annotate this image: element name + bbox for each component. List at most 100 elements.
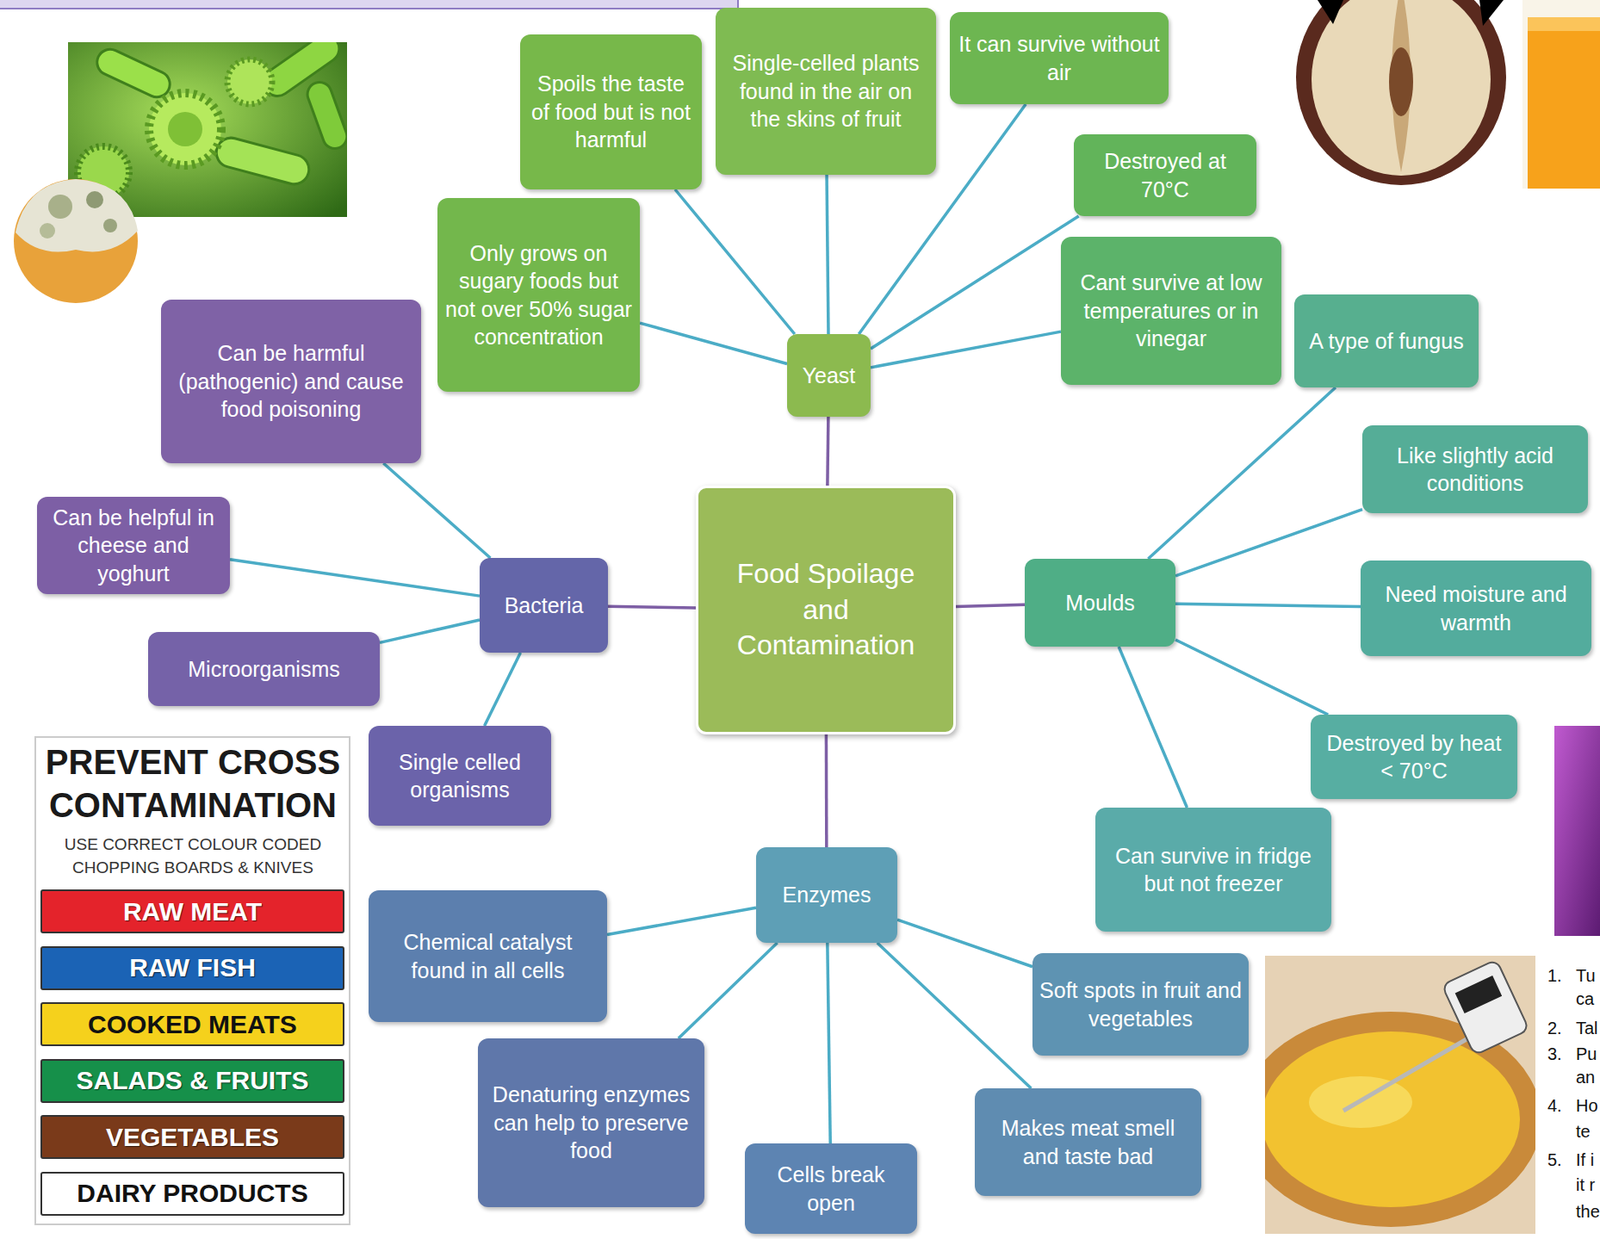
sign-subheading: USE CORRECT COLOUR CODED CHOPPING BOARDS… (37, 832, 348, 880)
topic-box: Cells break open (744, 1143, 918, 1235)
list-fragment: 2. (1547, 1018, 1563, 1038)
connector-line (484, 652, 521, 726)
topic-box: Denaturing enzymes can help to preserve … (477, 1038, 705, 1208)
legend-swatch: VEGETABLES (40, 1115, 345, 1160)
topic-box: Can survive in fridge but not freezer (1095, 807, 1332, 932)
connector-stroke (1175, 603, 1361, 607)
connector-stroke (229, 559, 480, 596)
node-text: Destroyed at 70°C (1080, 147, 1250, 204)
list-fragment: the (1575, 1202, 1600, 1222)
sign-heading: PREVENT CROSS CONTAMINATION (37, 740, 348, 827)
topic-box: Cant survive at low temperatures or in v… (1060, 236, 1282, 385)
topic-box: Bacteria (479, 558, 608, 653)
connector-line (1118, 646, 1187, 808)
connector-stroke (639, 322, 788, 364)
node-text: Microorganisms (187, 655, 340, 684)
connector-stroke (827, 942, 831, 1144)
connector-stroke (897, 919, 1033, 968)
list-fragment: Pu (1575, 1044, 1597, 1064)
list-fragment: Tal (1575, 1018, 1599, 1038)
node-text: Single celled organisms (375, 748, 545, 805)
topic-box: A type of fungus (1294, 294, 1479, 388)
connector-stroke (1175, 639, 1328, 715)
node-text: Can survive in fridge but not freezer (1102, 842, 1325, 899)
topic-box: Single celled organisms (368, 725, 552, 826)
connector-line (827, 942, 831, 1144)
legend-text: DAIRY PRODUCTS (76, 1178, 308, 1209)
connector-line (897, 919, 1033, 968)
sign-board (35, 737, 350, 1225)
topic-box: Need moisture and warmth (1360, 560, 1592, 657)
legend-text: RAW MEAT (123, 897, 262, 927)
topic-box: Makes meat smell and taste bad (974, 1088, 1202, 1197)
connector-stroke (870, 216, 1080, 349)
node-text: Bacteria (504, 591, 584, 621)
connector-line (607, 907, 757, 935)
node-text: Yeast (802, 361, 856, 391)
top-bar (0, 0, 738, 9)
connector-stroke (383, 463, 490, 559)
legend-swatch: COOKED MEATS (40, 1002, 345, 1047)
topic-box: Single-celled plants found in the air on… (715, 7, 937, 175)
connector-line (877, 942, 1032, 1089)
node-text: A type of fungus (1308, 327, 1464, 356)
orange-juice (1522, 0, 1600, 189)
connector-line (825, 734, 827, 848)
list-fragment: 3. (1547, 1044, 1563, 1064)
connector-stroke (607, 606, 696, 608)
purple-photo (1554, 725, 1600, 937)
connector-stroke (484, 652, 521, 726)
topic-box: Can be harmful (pathogenic) and cause fo… (161, 299, 422, 464)
connector-stroke (675, 189, 795, 335)
connector-stroke (877, 942, 1032, 1089)
connector-line (870, 331, 1061, 368)
topic-box: Can be helpful in cheese and yoghurt (37, 496, 230, 595)
connector-stroke (1147, 387, 1336, 559)
list-fragment: 5. (1547, 1150, 1563, 1170)
node-text: Moulds (1065, 589, 1135, 618)
list-fragment: 4. (1547, 1096, 1563, 1116)
connector-line (1175, 639, 1328, 715)
connector-stroke (1175, 509, 1363, 577)
list-fragment: an (1575, 1067, 1595, 1087)
node-text: Chemical catalyst found in all cells (375, 928, 601, 985)
connector-line (1175, 603, 1361, 607)
node-text: Enzymes (782, 880, 872, 910)
list-fragment: te (1575, 1122, 1591, 1142)
connector-line (1147, 387, 1336, 559)
node-text: Cant survive at low temperatures or in v… (1067, 268, 1275, 354)
node-text: Food Spoilage and Contamination (710, 556, 942, 664)
legend-text: RAW FISH (129, 953, 256, 983)
topic-box: Soft spots in fruit and vegetables (1032, 953, 1249, 1056)
node-text: It can survive without air (956, 30, 1162, 87)
connector-line (229, 559, 480, 596)
node-text: Spoils the taste of food but is not harm… (527, 69, 695, 155)
connector-stroke (1118, 646, 1187, 808)
cut-apple (1296, 0, 1507, 186)
topic-box: Destroyed by heat < 70°C (1310, 714, 1518, 800)
connector-stroke (870, 331, 1061, 368)
list-fragment: ca (1575, 989, 1594, 1009)
connector-stroke (827, 416, 829, 486)
legend-text: SALADS & FRUITS (76, 1066, 310, 1096)
topic-box: Destroyed at 70°C (1073, 134, 1257, 217)
central-box: Food Spoilage and Contamination (695, 485, 956, 735)
connector-line (678, 942, 778, 1039)
connector-stroke (824, 734, 829, 848)
list-fragment: it r (1575, 1175, 1595, 1195)
connector-line (379, 620, 480, 643)
node-text: Can be harmful (pathogenic) and cause fo… (167, 339, 415, 424)
connector-line (955, 604, 1025, 607)
list-fragment: Ho (1575, 1096, 1599, 1116)
quiche-photo (1265, 955, 1536, 1235)
node-text: Soft spots in fruit and vegetables (1039, 976, 1242, 1033)
node-text: Can be helpful in cheese and yoghurt (43, 503, 224, 589)
node-text: Single-celled plants found in the air on… (722, 49, 930, 134)
legend-swatch: RAW FISH (40, 946, 345, 991)
connector-line (826, 174, 829, 335)
topic-box: Yeast (787, 334, 871, 417)
connector-stroke (826, 174, 829, 335)
legend-text: VEGETABLES (105, 1122, 280, 1153)
legend-swatch: DAIRY PRODUCTS (40, 1172, 345, 1216)
list-fragment: Tu (1575, 966, 1596, 986)
